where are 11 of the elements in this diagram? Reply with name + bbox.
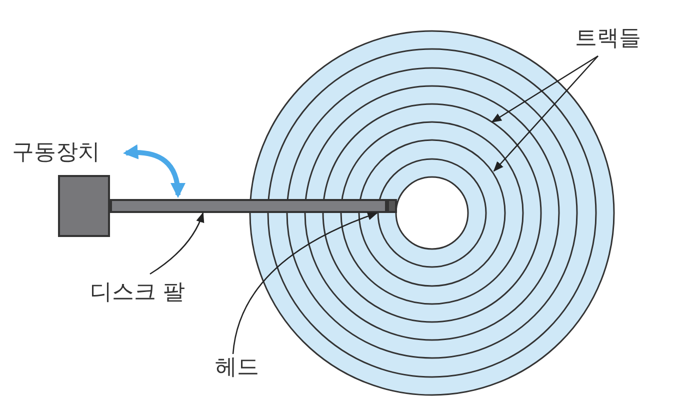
leader-arrow	[491, 55, 598, 123]
label-text: 트랙들	[575, 28, 641, 50]
leader-arrow	[232, 212, 378, 354]
track-ring	[322, 103, 542, 323]
leader-arrow	[150, 212, 204, 275]
curved-arrow	[123, 144, 185, 198]
label-text: 디스크 팔	[90, 282, 185, 304]
label-text: 헤드	[215, 357, 259, 379]
leader-arrow	[493, 56, 598, 172]
label-text: 구동장치	[12, 142, 100, 164]
disk-arm	[110, 199, 387, 213]
